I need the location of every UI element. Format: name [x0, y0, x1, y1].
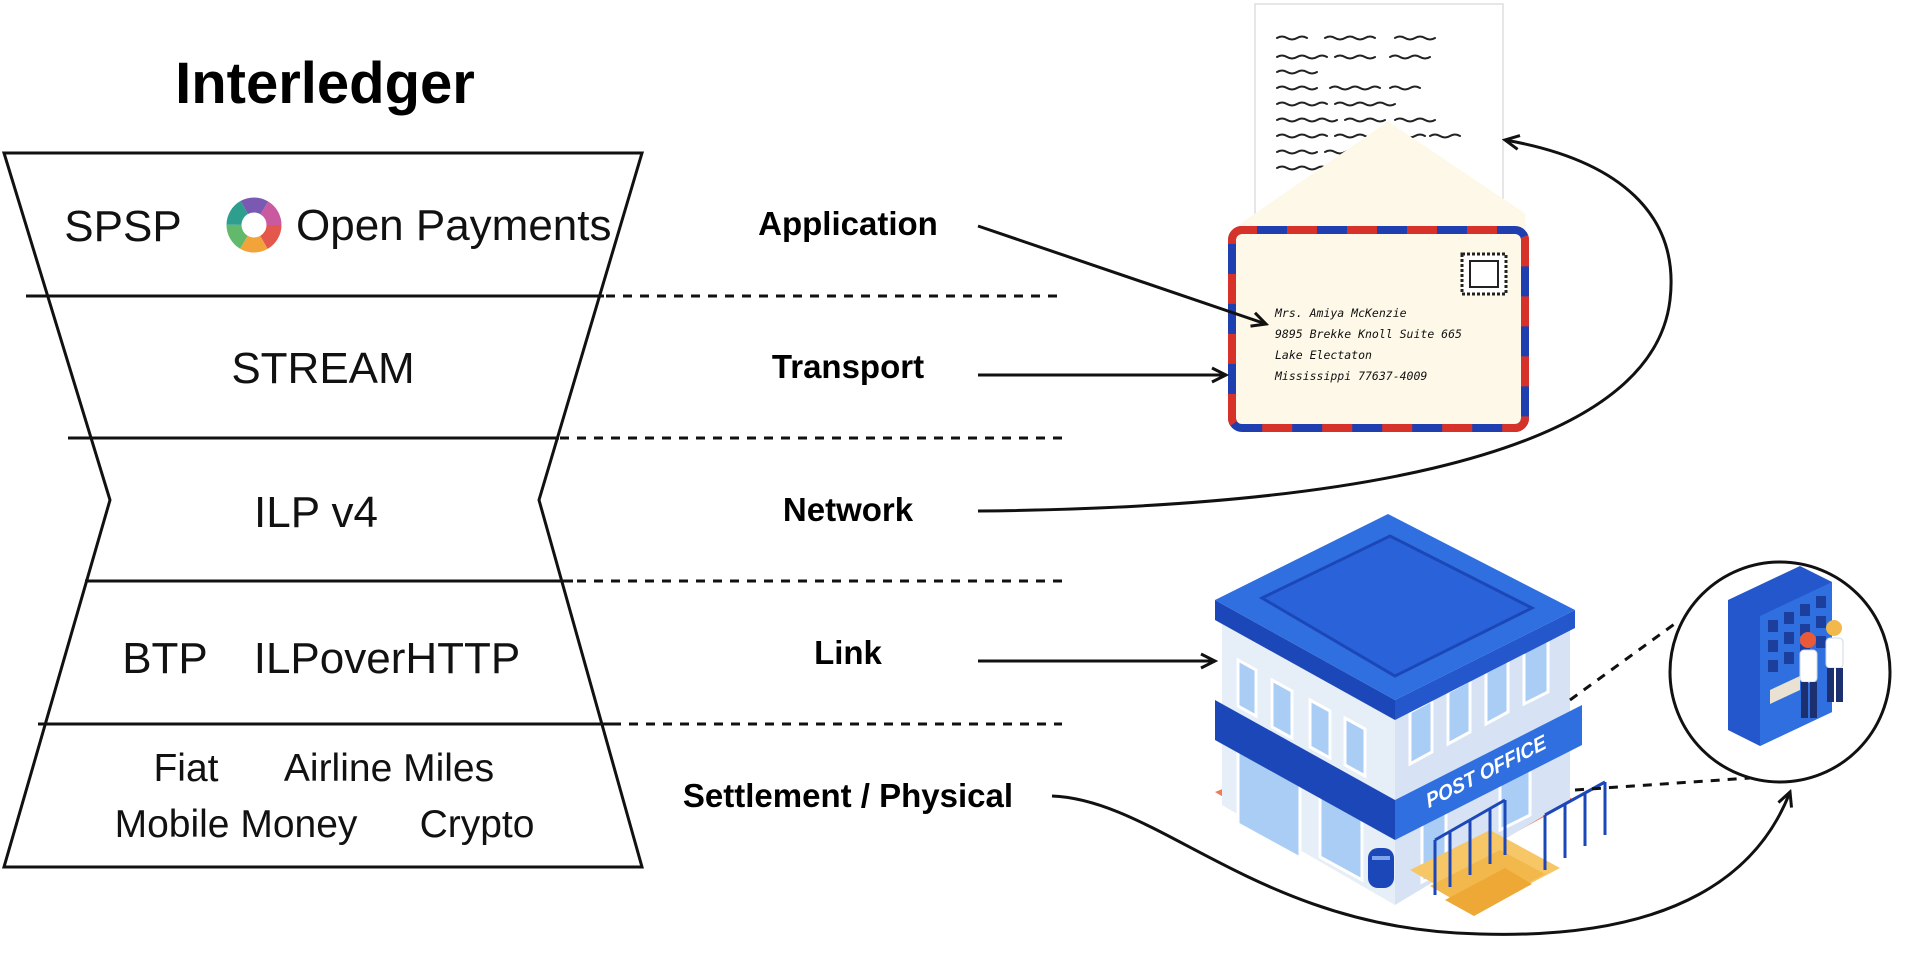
envelope: Mrs. Amiya McKenzie 9895 Brekke Knoll Su… [1228, 121, 1529, 432]
open-payments-logo-icon [226, 197, 282, 253]
layer-label-link: Link [814, 634, 882, 671]
postage-stamp-icon [1460, 252, 1508, 296]
btp-label: BTP [122, 634, 208, 683]
mailbox-icon [1368, 848, 1394, 888]
mail-sorting-zoom [1569, 560, 1892, 792]
entrance-stairs [1410, 780, 1607, 916]
arrow-settlement [1051, 792, 1790, 936]
ilp-v4-label: ILP v4 [254, 488, 378, 537]
layer-label-transport: Transport [772, 348, 924, 385]
address-line-2: 9895 Brekke Knoll Suite 665 [1275, 327, 1462, 341]
ilpoverhttp-label: ILPoverHTTP [254, 634, 521, 683]
protocol-stack-outline [1, 151, 645, 869]
fiat-label: Fiat [153, 747, 218, 790]
postal-worker-icon [1770, 620, 1844, 718]
open-payments-label: Open Payments [296, 201, 612, 250]
layer-separators [560, 294, 1062, 726]
address-line-1: Mrs. Amiya McKenzie [1274, 306, 1407, 320]
diagram-title: Interledger [175, 51, 475, 116]
layer-label-settlement: Settlement / Physical [683, 777, 1013, 814]
arrow-network [977, 140, 1673, 513]
protocol-stack [1, 151, 645, 869]
stream-label: STREAM [231, 344, 414, 393]
layer-label-application: Application [758, 205, 938, 242]
address-line-3: Lake Electaton [1275, 348, 1372, 362]
post-office-building-icon: POST OFFICE [1215, 514, 1607, 916]
layer-label-network: Network [783, 491, 914, 528]
arrow-application [977, 224, 1266, 324]
spsp-label: SPSP [64, 202, 181, 251]
address-line-4: Mississippi 77637-4009 [1274, 369, 1427, 383]
airline-miles-label: Airline Miles [284, 747, 494, 790]
mobile-money-label: Mobile Money [115, 803, 358, 846]
crypto-label: Crypto [420, 803, 535, 846]
